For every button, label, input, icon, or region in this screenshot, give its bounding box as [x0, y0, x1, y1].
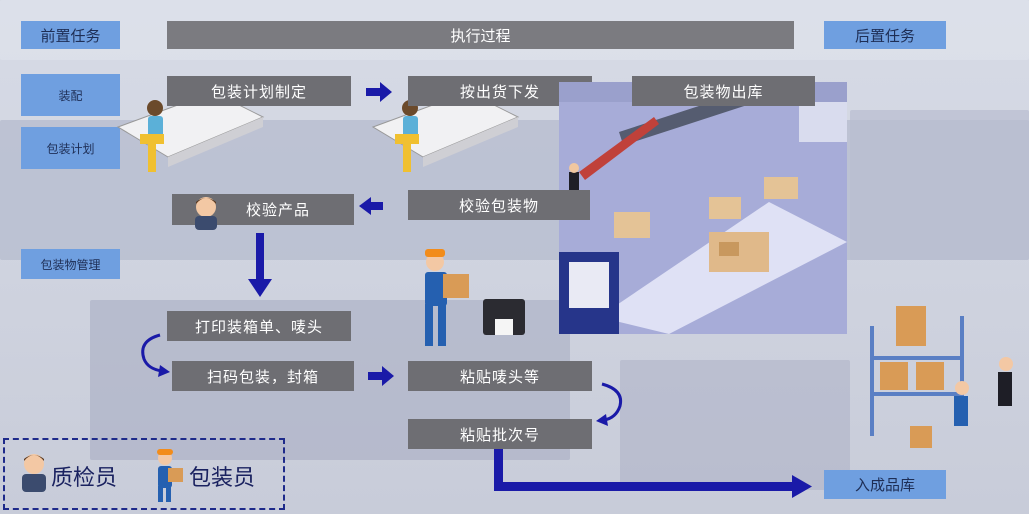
- pre-task-packaging-plan: 包装计划: [21, 127, 120, 169]
- step-print-labels: 打印装箱单、唛头: [167, 311, 351, 341]
- legend: 质检员 包装员: [3, 438, 285, 510]
- step-paste-mark: 粘贴唛头等: [408, 361, 592, 391]
- arrow-to-storage: [494, 449, 812, 498]
- legend-inspector-label: 质检员: [51, 466, 118, 491]
- curved-arrow-1: [141, 333, 170, 377]
- pre-task-assembly: 装配: [21, 74, 120, 116]
- packer-legend-icon: [157, 449, 183, 502]
- warehouse-illustration: [559, 82, 847, 334]
- curved-arrow-2: [596, 382, 623, 426]
- arrow-right-3: [368, 366, 394, 386]
- legend-packer-label: 包装员: [189, 466, 256, 491]
- packer-with-printer-illustration: [425, 249, 525, 346]
- pre-task-header: 前置任务: [21, 21, 120, 49]
- process-header: 执行过程: [167, 21, 794, 49]
- pre-task-packaging-material: 包装物管理: [21, 249, 120, 279]
- inspector-avatar: [195, 197, 217, 230]
- post-task-header: 后置任务: [824, 21, 946, 49]
- office-worker-illustration-1: [116, 78, 265, 172]
- storage-shelf-illustration: [870, 306, 1013, 448]
- step-packaging-outbound: 包装物出库: [632, 76, 815, 106]
- arrow-left-1: [359, 197, 383, 215]
- step-finished-goods-storage: 入成品库: [824, 470, 946, 499]
- step-paste-batch: 粘贴批次号: [408, 419, 592, 449]
- step-verify-packaging: 校验包装物: [408, 190, 590, 220]
- step-packaging-plan: 包装计划制定: [167, 76, 351, 106]
- arrow-down-1: [248, 233, 272, 297]
- background-right: [850, 110, 1029, 260]
- background-area: [620, 360, 850, 490]
- arrow-right-1: [366, 82, 392, 102]
- step-scan-seal: 扫码包装，封箱: [172, 361, 354, 391]
- inspector-legend-icon: [22, 454, 46, 492]
